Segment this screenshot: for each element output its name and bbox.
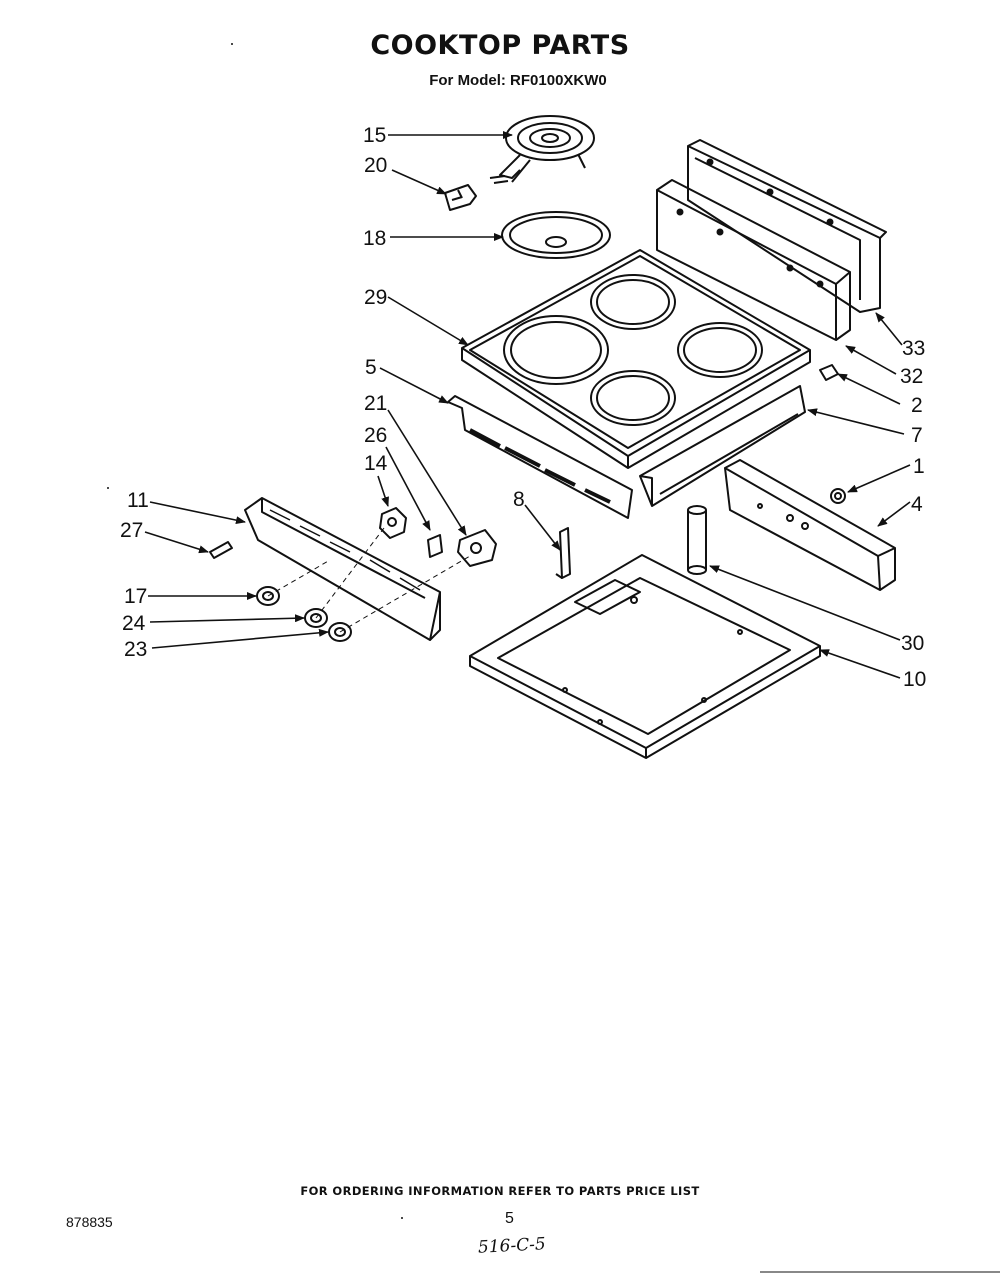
model-label: For Model: RF0100XKW0	[0, 72, 1000, 89]
callout-21: 21	[364, 392, 387, 415]
callout-26: 26	[364, 424, 387, 447]
callout-17: 17	[124, 585, 147, 608]
callout-29: 29	[364, 286, 387, 309]
callout-23: 23	[124, 638, 147, 661]
small-bracket-part	[555, 527, 571, 579]
callout-27: 27	[120, 519, 143, 542]
indicator-part	[427, 534, 443, 558]
callout-1: 1	[913, 455, 925, 478]
nut-part	[830, 488, 846, 504]
callout-5: 5	[365, 356, 377, 379]
callout-24: 24	[122, 612, 146, 635]
callout-10: 10	[903, 668, 926, 691]
callout-33: 33	[902, 337, 925, 360]
callout-15: 15	[363, 124, 386, 147]
backguard-panel-part	[656, 179, 851, 341]
terminal-part	[209, 541, 233, 559]
rear-bracket-part	[724, 459, 896, 591]
surface-element-part	[489, 115, 595, 184]
backguard-frame-part	[687, 139, 887, 313]
cooktop-part	[461, 249, 811, 469]
leader-lines	[144, 131, 911, 679]
callout-32: 32	[900, 365, 923, 388]
handwritten-note: 516-C-5	[477, 1234, 547, 1258]
ordering-note: FOR ORDERING INFORMATION REFER TO PARTS …	[300, 1184, 700, 1198]
infinite-switch-part	[457, 529, 497, 567]
model-label-text: For Model: RF0100XKW0	[429, 72, 607, 89]
callout-7: 7	[911, 424, 923, 447]
front-trim-part	[639, 385, 806, 507]
scan-dot	[107, 487, 109, 489]
control-panel-part	[244, 497, 441, 641]
support-rod-part	[687, 505, 707, 575]
receptacle-part	[444, 184, 477, 211]
base-pan-part	[469, 554, 821, 759]
callout-14: 14	[364, 452, 388, 475]
clip-part	[819, 364, 839, 381]
callout-18: 18	[363, 227, 386, 250]
switch-part	[379, 507, 407, 539]
callout-11: 11	[127, 489, 149, 512]
callout-2: 2	[911, 394, 923, 417]
scan-dot	[231, 43, 233, 45]
callout-20: 20	[364, 154, 387, 177]
scan-dot	[401, 1217, 403, 1219]
side-trim-part	[447, 395, 633, 519]
drip-bowl-part	[501, 211, 611, 259]
assembly-guide-lines	[267, 527, 471, 633]
callout-8: 8	[513, 488, 525, 511]
callout-4: 4	[911, 493, 923, 516]
page-title: COOKTOP PARTS	[370, 30, 630, 61]
knob-part-17	[256, 586, 280, 606]
callout-30: 30	[901, 632, 924, 655]
knob-part-23	[328, 622, 352, 642]
document-number: 878835	[66, 1214, 113, 1230]
page-number: 5	[505, 1210, 514, 1227]
knob-part-24	[304, 608, 328, 628]
